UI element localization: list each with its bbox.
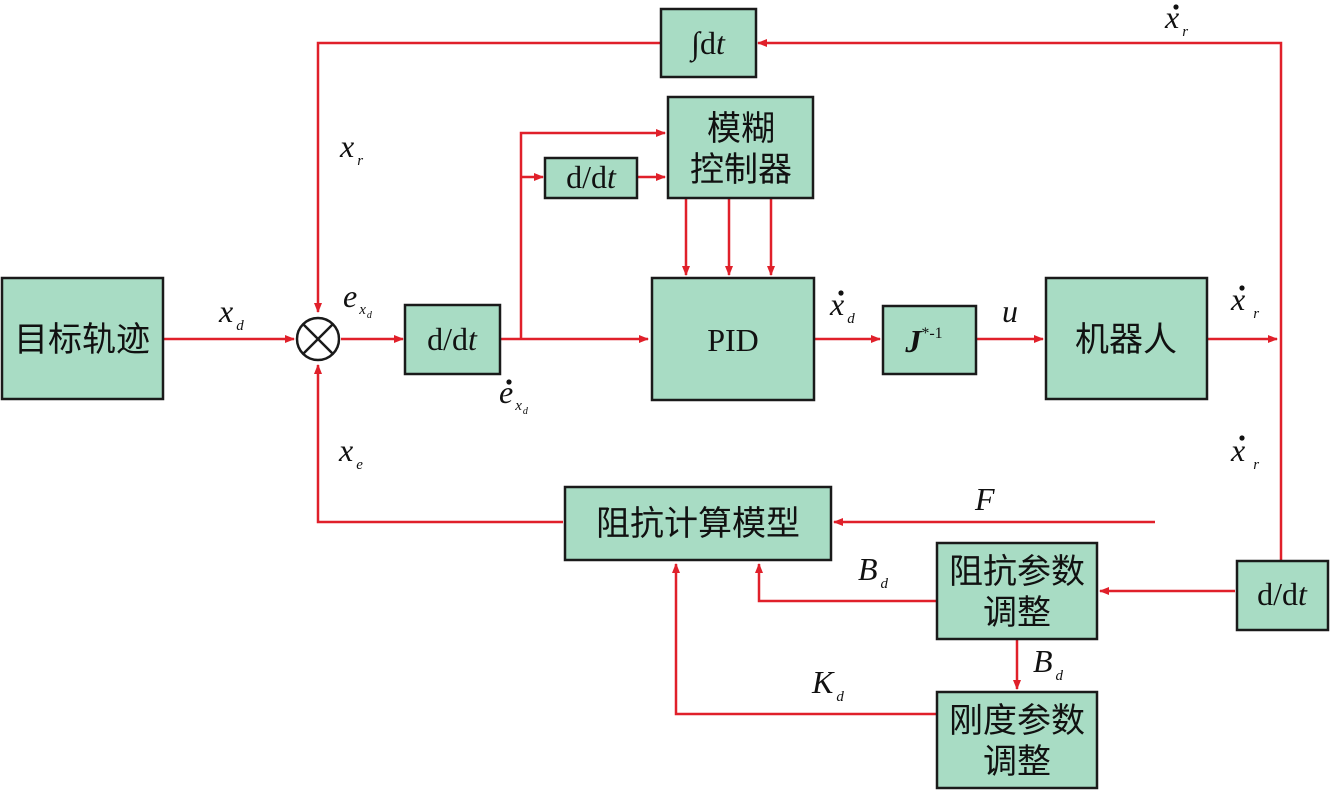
svg-text:J*-1: J*-1 xyxy=(904,323,942,359)
line-stiff-adj-to-model xyxy=(672,563,936,716)
xdot-d-dot xyxy=(838,290,844,296)
pid-block: PID xyxy=(650,276,816,402)
integral-block: ∫dt xyxy=(659,7,758,79)
line-feedback-to-integral xyxy=(757,39,1283,561)
derivative-1-t: t xyxy=(468,321,478,357)
impedance-model-label: 阻抗计算模型 xyxy=(596,504,800,544)
svg-text:d/dt: d/dt xyxy=(566,159,617,195)
stiffness-param-adjust-block: 刚度参数 调整 xyxy=(935,690,1099,790)
xdot-r-top-dot xyxy=(1173,4,1179,10)
svg-text:d/dt: d/dt xyxy=(1257,576,1308,612)
target-trajectory-block: 目标轨迹 xyxy=(0,276,165,401)
derivative-3-t: t xyxy=(1298,576,1308,612)
derivative-1-label: d/d xyxy=(427,321,468,357)
pid-label: PID xyxy=(707,322,759,358)
derivative-2-label: d/d xyxy=(566,159,607,195)
signal-u: u xyxy=(1002,293,1018,329)
jacobian-inverse-block: J*-1 xyxy=(881,304,978,376)
fuzzy-controller-block: 模糊 控制器 xyxy=(666,95,815,200)
line-imp-adj-to-model xyxy=(755,563,936,603)
svg-text:∫dt: ∫dt xyxy=(689,25,726,63)
signal-force: F xyxy=(974,481,995,517)
impedance-param-line1: 阻抗参数 xyxy=(949,552,1085,592)
xdot-r-mid-dot xyxy=(1239,435,1245,441)
summing-junction xyxy=(295,316,341,362)
derivative-block-3: d/dt xyxy=(1235,559,1330,632)
stiffness-param-line2: 调整 xyxy=(983,742,1051,782)
derivative-block-2: d/dt xyxy=(543,156,639,200)
impedance-param-adjust-block: 阻抗参数 调整 xyxy=(935,541,1099,641)
derivative-block-1: d/dt xyxy=(403,303,502,376)
impedance-model-block: 阻抗计算模型 xyxy=(563,485,833,562)
robot-block: 机器人 xyxy=(1044,276,1209,401)
integral-t: t xyxy=(716,25,726,61)
line-integral-to-sum xyxy=(314,41,660,313)
stiffness-param-line1: 刚度参数 xyxy=(949,701,1085,741)
edot-dot xyxy=(506,379,512,385)
jacobian-superscript: *-1 xyxy=(921,325,942,342)
robot-label: 机器人 xyxy=(1075,320,1177,360)
svg-text:d/dt: d/dt xyxy=(427,321,478,357)
derivative-3-label: d/d xyxy=(1257,576,1298,612)
derivative-2-t: t xyxy=(607,159,617,195)
line-impedance-to-sum xyxy=(314,364,563,524)
fuzzy-controller-line1: 模糊 xyxy=(707,109,775,149)
target-trajectory-label: 目标轨迹 xyxy=(14,320,150,360)
impedance-param-line2: 调整 xyxy=(983,593,1051,633)
line-error-to-fuzzy xyxy=(519,129,666,339)
jacobian-label: J xyxy=(904,323,922,359)
integral-label: ∫d xyxy=(689,25,716,63)
xdot-r-right-dot xyxy=(1239,285,1245,291)
fuzzy-controller-line2: 控制器 xyxy=(690,150,792,190)
signal-lines xyxy=(163,39,1283,716)
